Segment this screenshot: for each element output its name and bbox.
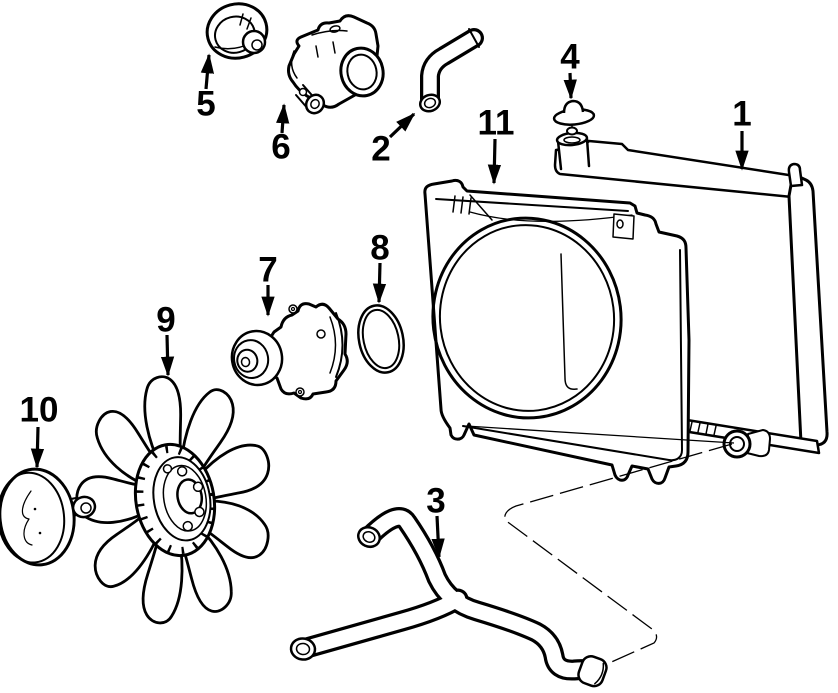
- callout-arrow: [276, 103, 290, 134]
- overflow-nipple: [787, 162, 804, 188]
- hose-end-cuff: [577, 655, 608, 688]
- radiator: [553, 131, 829, 459]
- callout-arrow: [388, 112, 416, 139]
- radiator-cap: [552, 99, 596, 136]
- fan-clutch: [0, 467, 97, 567]
- callout-5: 5: [196, 53, 216, 124]
- fan-blade: [73, 373, 276, 630]
- thermostat-housing: [287, 14, 385, 115]
- callout-number: 6: [271, 128, 290, 167]
- shroud-mount-tab: [612, 213, 635, 240]
- callout-number: 8: [370, 229, 389, 268]
- callout-arrow: [487, 138, 502, 185]
- leader-lines: [465, 425, 735, 665]
- callout-8: 8: [370, 229, 390, 304]
- callout-number: 11: [478, 104, 515, 143]
- callout-arrow: [160, 334, 175, 377]
- callout-arrow: [431, 515, 445, 559]
- fan-shroud: [423, 178, 691, 485]
- callout-layer: 1 2 3 4 5 6 7 8 9 10 11: [20, 38, 752, 559]
- thermostat: [205, 2, 269, 60]
- radiator-outlet: [722, 429, 771, 459]
- lower-radiator-hose: [289, 507, 608, 688]
- callout-number: 2: [371, 130, 390, 169]
- callout-arrow: [200, 53, 215, 90]
- water-pump: [230, 302, 349, 401]
- callout-2: 2: [371, 112, 416, 169]
- callout-10: 10: [20, 391, 59, 469]
- water-pump-gasket: [357, 304, 405, 374]
- callout-9: 9: [156, 301, 176, 377]
- callout-arrow: [372, 262, 387, 304]
- upper-radiator-hose: [418, 28, 484, 113]
- filler-neck: [555, 131, 591, 171]
- callout-number: 5: [196, 85, 215, 124]
- callout-1: 1: [732, 95, 752, 171]
- callout-4: 4: [560, 38, 580, 100]
- callout-arrow: [563, 72, 577, 100]
- callout-11: 11: [478, 104, 515, 185]
- callout-arrow: [30, 426, 45, 469]
- callout-number: 7: [258, 251, 277, 290]
- callout-number: 3: [426, 482, 445, 521]
- callout-6: 6: [271, 103, 291, 167]
- callout-7: 7: [258, 251, 278, 317]
- callout-number: 9: [156, 301, 175, 340]
- callout-3: 3: [426, 482, 446, 559]
- callout-number: 10: [20, 391, 59, 430]
- fan-hub: [133, 442, 217, 558]
- callout-number: 1: [732, 95, 751, 134]
- callout-number: 4: [560, 38, 580, 77]
